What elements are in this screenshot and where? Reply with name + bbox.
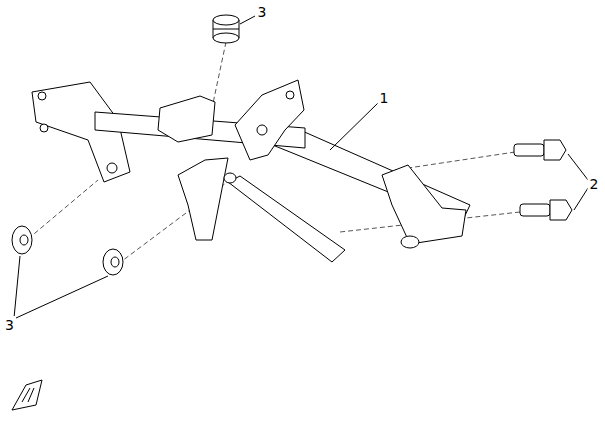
callout-slot: 3 bbox=[3, 316, 16, 334]
hole bbox=[257, 125, 267, 135]
assembly-line bbox=[22, 42, 520, 264]
hole bbox=[286, 91, 294, 99]
hole bbox=[107, 163, 117, 173]
leader-line bbox=[14, 16, 588, 318]
direction-icon bbox=[12, 380, 42, 410]
callout-number: 1 bbox=[378, 89, 391, 107]
center-bracket bbox=[158, 96, 215, 142]
lower-leg bbox=[178, 158, 228, 240]
tube-end bbox=[224, 173, 236, 183]
grommet bbox=[12, 226, 32, 254]
bolt bbox=[514, 140, 566, 160]
callout-number: 3 bbox=[3, 316, 16, 334]
hole bbox=[38, 92, 46, 100]
grommet bbox=[213, 15, 239, 43]
hole bbox=[40, 124, 48, 132]
callout-number: 3 bbox=[256, 3, 269, 21]
bolt bbox=[520, 200, 572, 220]
lower-flange bbox=[228, 176, 345, 262]
callout-slot: 1 bbox=[378, 89, 391, 107]
callout-slot: 3 bbox=[256, 3, 269, 21]
grommet bbox=[103, 249, 123, 275]
callout-slot: 2 bbox=[588, 175, 601, 193]
front-bracket bbox=[235, 80, 304, 160]
right-bracket bbox=[382, 165, 466, 244]
tube-end bbox=[401, 236, 419, 248]
callout-number: 2 bbox=[588, 175, 601, 193]
